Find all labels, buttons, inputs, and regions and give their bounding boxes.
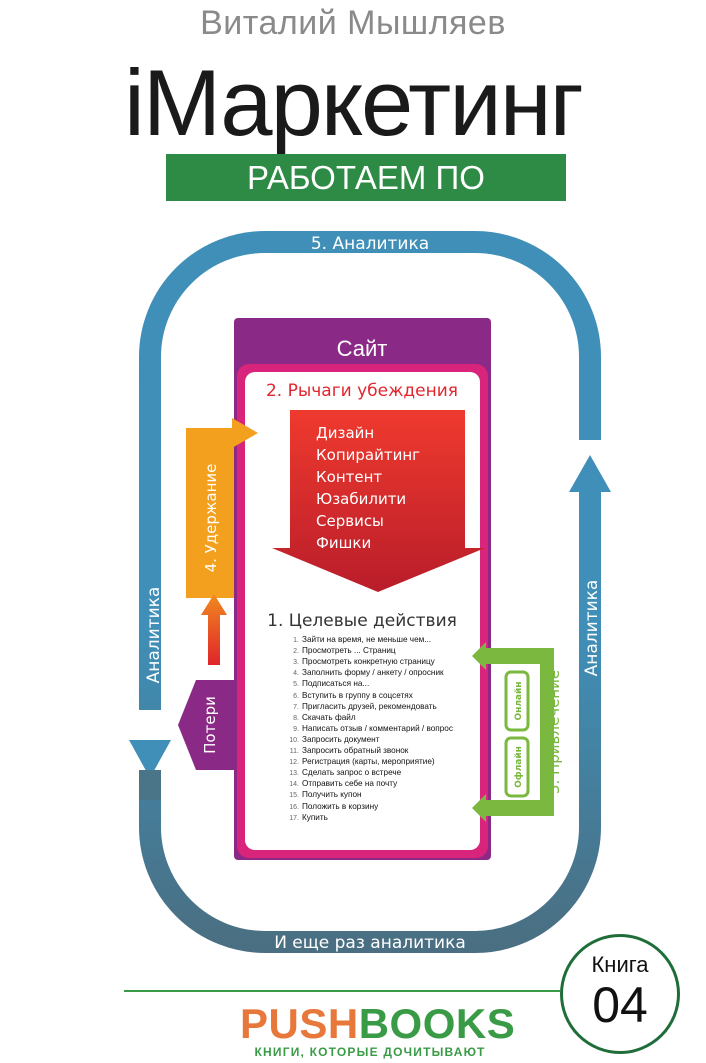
target-action-number: 9. (293, 725, 299, 733)
target-action-number: 7. (293, 703, 299, 711)
target-action-text: Получить купон (302, 790, 362, 800)
target-action-item: 9.Написать отзыв / комментарий / вопрос (284, 724, 453, 733)
target-action-text: Запросить документ (302, 734, 380, 744)
target-action-item: 17.Купить (284, 813, 328, 822)
target-action-number: 10. (289, 736, 299, 744)
publisher-logo: PUSHBOOKS (240, 1000, 515, 1048)
target-action-item: 3.Просмотреть конкретную страницу (284, 657, 435, 666)
loop-bottom-label: И еще раз аналитика (274, 933, 466, 953)
site-label: Сайт (337, 336, 388, 361)
target-action-number: 16. (289, 803, 299, 811)
loop-arrow-up-icon (569, 455, 611, 492)
book-number: 04 (592, 977, 648, 1033)
target-action-number: 6. (293, 692, 299, 700)
target-action-number: 1. (293, 637, 299, 644)
target-action-number: 15. (289, 792, 299, 800)
target-action-number: 3. (293, 659, 299, 667)
target-action-number: 12. (289, 759, 299, 767)
target-action-number: 2. (293, 648, 299, 656)
offline-label: Офлайн (514, 746, 524, 788)
retention-arrow-up-icon (201, 594, 227, 665)
target-action-text: Регистрация (карты, мероприятие) (302, 757, 435, 767)
target-action-item: 15.Получить купон (284, 790, 362, 800)
analytics-loop (139, 231, 601, 953)
online-badge (504, 670, 530, 732)
target-action-item: 5.Подписаться на... (284, 679, 369, 688)
target-action-number: 11. (289, 748, 299, 755)
target-action-item: 7.Пригласить друзей, рекомендовать (284, 702, 437, 711)
target-action-number: 5. (293, 681, 299, 689)
publisher-tagline: КНИГИ, КОТОРЫЕ ДОЧИТЫВАЮТ (254, 1045, 486, 1059)
target-actions-label: 1. Целевые действия (267, 611, 457, 631)
offline-badge (504, 736, 530, 798)
target-action-item: 6.Вступить в группу в соцсетях (284, 691, 413, 700)
target-action-text: Запросить обратный звонок (302, 746, 409, 755)
levers-arrow-icon (272, 410, 485, 592)
book-number-badge (560, 934, 680, 1054)
target-action-text: Сделать запрос о встрече (302, 768, 402, 778)
loop-left-label: Аналитика (144, 587, 164, 684)
target-action-text: Просмотреть конкретную страницу (302, 657, 435, 667)
target-action-text: Пригласить друзей, рекомендовать (302, 701, 437, 711)
target-action-text: Отправить себе на почту (302, 779, 398, 789)
target-action-text: Скачать файл (302, 712, 356, 722)
lever-item: Фишки (316, 534, 371, 552)
publisher-push: PUSH (240, 1000, 359, 1047)
subtitle-banner (166, 154, 566, 201)
retention-label: 4. Удержание (202, 464, 220, 573)
target-action-item: 1.Зайти на время, не меньше чем... (284, 635, 431, 644)
target-action-item: 16.Положить в корзину (284, 802, 378, 811)
target-action-number: 4. (293, 670, 299, 678)
lever-item: Копирайтинг (316, 446, 420, 464)
book-label: Книга (591, 952, 649, 977)
target-action-item: 2.Просмотреть ... Страниц (284, 646, 396, 656)
target-action-text: Зайти на время, не меньше чем... (302, 635, 432, 644)
online-label: Онлайн (514, 681, 524, 720)
target-action-text: Написать отзыв / комментарий / вопрос (302, 723, 453, 733)
target-action-text: Просмотреть ... Страниц (302, 646, 396, 656)
target-action-item: 8.Скачать файл (284, 712, 356, 722)
publisher-books: BOOKS (358, 1000, 516, 1047)
target-action-number: 8. (293, 714, 299, 722)
loop-arrow-down-icon (129, 740, 171, 778)
target-action-text: Вступить в группу в соцсетях (302, 690, 413, 700)
target-action-number: 14. (289, 781, 299, 789)
footer-divider (124, 990, 560, 992)
lever-item: Контент (316, 468, 382, 486)
target-action-item: 10.Запросить документ (284, 735, 379, 744)
target-action-item: 13.Сделать запрос о встрече (284, 768, 401, 777)
attraction-label: 3. Привлечение (545, 670, 563, 794)
target-action-item: 11.Запросить обратный звонок (284, 746, 409, 755)
target-action-text: Заполнить форму / анкету / опросник (302, 668, 444, 678)
book-title: iМаркетинг (124, 50, 584, 155)
author-name: Виталий Мышляев (200, 4, 506, 42)
lever-item: Юзабилити (316, 490, 406, 508)
target-action-text: Подписаться на... (302, 679, 370, 689)
target-action-number: 17. (289, 814, 299, 822)
losses-label: Потери (201, 696, 219, 754)
target-action-item: 4.Заполнить форму / анкету / опросник (284, 668, 444, 678)
target-action-number: 13. (289, 770, 299, 778)
target-action-text: Положить в корзину (302, 801, 379, 811)
lever-item: Дизайн (316, 424, 374, 442)
target-action-text: Купить (302, 812, 328, 822)
target-action-item: 12.Регистрация (карты, мероприятие) (284, 757, 435, 767)
target-action-item: 14.Отправить себе на почту (284, 779, 397, 788)
attraction-bracket (472, 642, 554, 822)
loop-right-label: Аналитика (582, 580, 602, 677)
losses-tab (178, 680, 234, 770)
loop-top-label: 5. Аналитика (311, 234, 429, 254)
lever-item: Сервисы (316, 512, 384, 530)
levers-label: 2. Рычаги убеждения (266, 381, 458, 401)
